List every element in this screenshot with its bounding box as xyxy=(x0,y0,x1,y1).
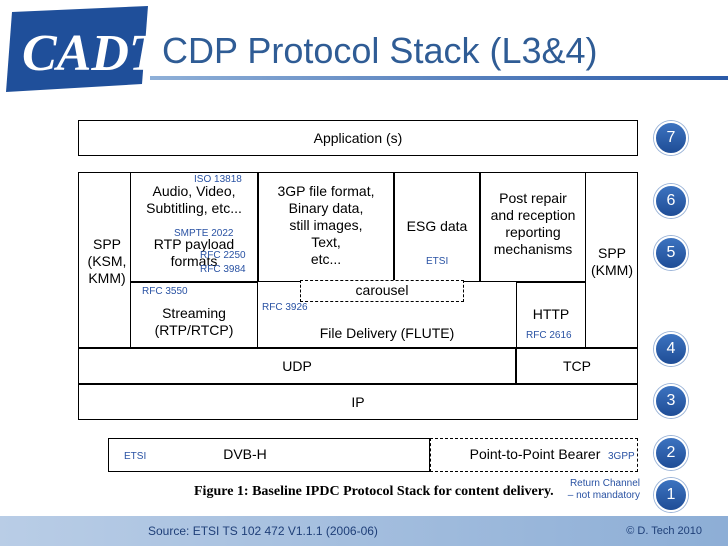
layer-2-badge: 2 xyxy=(654,436,688,470)
streaming-label: Streaming(RTP/RTCP) xyxy=(154,305,234,338)
ref-rfc2250: RFC 2250 xyxy=(200,250,246,261)
post-repair-box xyxy=(480,172,586,282)
layer-7-badge: 7 xyxy=(654,121,688,155)
logo-text: CADT xyxy=(22,25,160,82)
ip-box: IP xyxy=(78,384,638,420)
layer-1-badge: 1 xyxy=(654,478,688,512)
dvbh-label: DVB-H xyxy=(223,446,267,462)
layer-4-badge: 4 xyxy=(654,332,688,366)
audio-video-label: Audio, Video,Subtitling, etc... xyxy=(146,183,242,216)
ref-etsi-esg: ETSI xyxy=(426,256,449,267)
application-box: Application (s) xyxy=(78,120,638,156)
carousel-label: carousel xyxy=(355,282,409,298)
footer-copyright: © D. Tech 2010 xyxy=(626,525,702,537)
title-underline xyxy=(150,76,728,80)
layer-5-badge: 5 xyxy=(654,236,688,270)
esg-label: ESG data xyxy=(406,218,468,234)
audio-video-box xyxy=(130,172,258,282)
http-box xyxy=(516,282,586,348)
cadt-logo: CADT xyxy=(0,0,163,100)
spp-left-label: SPP(KSM,KMM) xyxy=(87,236,127,286)
figure-caption: Figure 1: Baseline IPDC Protocol Stack f… xyxy=(194,484,554,499)
ref-iso13818: ISO 13818 xyxy=(194,174,242,185)
file-delivery-label: File Delivery (FLUTE) xyxy=(319,325,455,341)
page-title: CDP Protocol Stack (L3&4) xyxy=(162,30,598,71)
threegp-label: 3GP file format,Binary data,still images… xyxy=(277,183,375,267)
p2p-box xyxy=(430,438,638,472)
tcp-label: TCP xyxy=(563,358,591,374)
p2p-label: Point-to-Point Bearer xyxy=(469,446,601,462)
layer-3-badge: 3 xyxy=(654,384,688,418)
streaming-box xyxy=(130,282,258,348)
ref-smpte2022: SMPTE 2022 xyxy=(174,228,234,239)
ip-label: IP xyxy=(351,394,365,410)
carousel-box: carousel xyxy=(300,280,464,302)
ref-rfc2616: RFC 2616 xyxy=(526,330,572,341)
ref-rfc3984: RFC 3984 xyxy=(200,264,246,275)
dvbh-box xyxy=(108,438,430,472)
udp-label: UDP xyxy=(282,358,312,374)
spp-right-label: SPP(KMM) xyxy=(591,245,633,278)
footer-source: Source: ETSI TS 102 472 V1.1.1 (2006-06) xyxy=(148,524,378,538)
layer-6-badge: 6 xyxy=(654,184,688,218)
tcp-box: TCP xyxy=(516,348,638,384)
ref-3gpp: 3GPP xyxy=(608,451,635,462)
threegp-box xyxy=(258,172,394,282)
ref-rfc3550: RFC 3550 xyxy=(142,286,188,297)
ref-rfc3926: RFC 3926 xyxy=(262,302,308,313)
ref-etsi-dvb: ETSI xyxy=(124,451,147,462)
udp-box: UDP xyxy=(78,348,516,384)
application-label: Application (s) xyxy=(313,130,403,146)
footer-bar: Source: ETSI TS 102 472 V1.1.1 (2006-06)… xyxy=(0,516,728,546)
http-label: HTTP xyxy=(532,306,570,322)
return-channel-note: Return Channel– not mandatory xyxy=(567,478,640,501)
